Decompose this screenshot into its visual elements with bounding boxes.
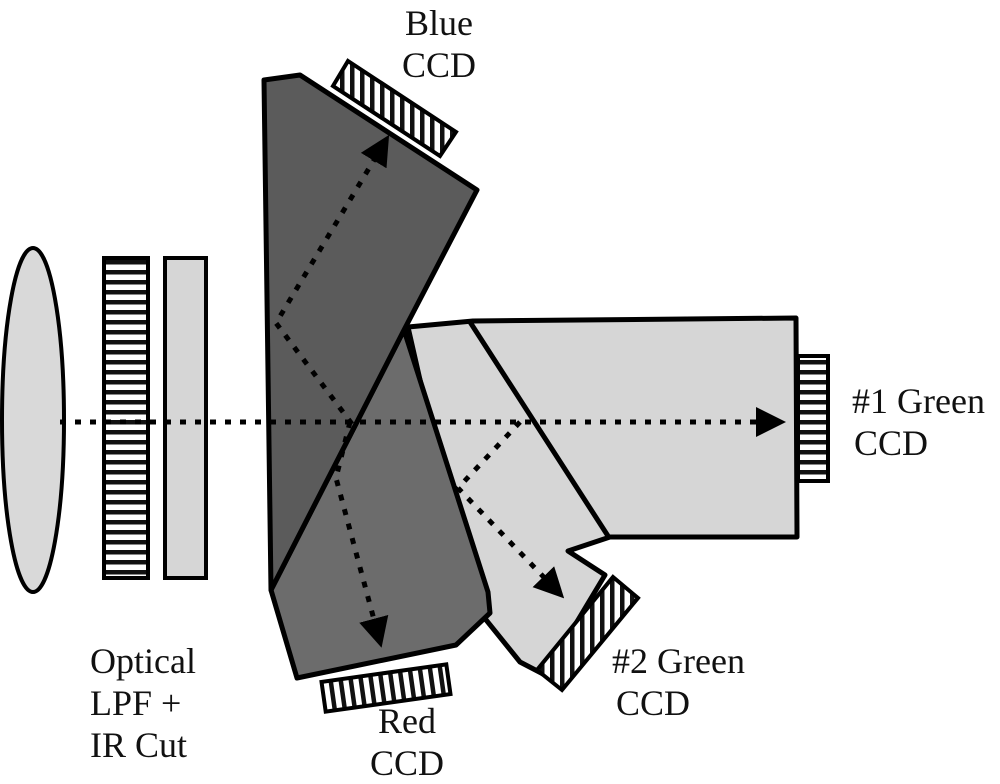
blue-ccd-label: Blue CCD bbox=[402, 3, 477, 85]
blue-ccd-sensor bbox=[330, 58, 459, 159]
lens bbox=[0, 246, 66, 594]
filter-label: Optical LPF + IR Cut bbox=[90, 641, 196, 765]
red-ccd-sensor bbox=[319, 662, 453, 714]
ir-cut-filter bbox=[163, 256, 208, 580]
green-prism-boundary bbox=[467, 320, 611, 538]
green2-ccd-sensor bbox=[534, 574, 641, 693]
green2-ccd-label: #2 Green CCD bbox=[612, 641, 745, 723]
blue-prism bbox=[261, 72, 480, 593]
green1-ccd-label: #1 Green CCD bbox=[852, 381, 985, 463]
red-ccd-label: Red CCD bbox=[370, 701, 445, 783]
red-light-path bbox=[333, 421, 389, 648]
optical-lpf-filter bbox=[102, 256, 150, 580]
green1-ccd-sensor bbox=[796, 354, 830, 483]
green-prism bbox=[405, 315, 800, 678]
green2-light-path bbox=[454, 420, 565, 599]
